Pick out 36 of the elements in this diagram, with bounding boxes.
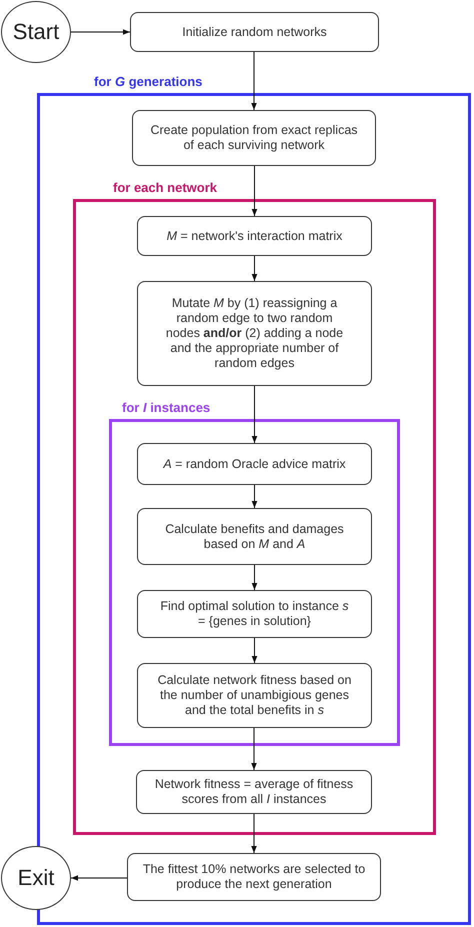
arrow [252, 386, 258, 444]
step-text: Create population from exact replicas of each surviving network [149, 123, 359, 153]
process-box [137, 443, 372, 485]
process-box [130, 12, 379, 52]
process-box [127, 853, 381, 901]
step-text: M = network's interaction matrix [166, 228, 342, 244]
process-box [137, 281, 372, 386]
step-text: Find optimal solution to instance s = {genes in solution} [159, 599, 350, 629]
arrow [252, 564, 258, 590]
step-text: Calculate benefits and damages based on M and A [164, 522, 345, 552]
arrow [252, 638, 258, 664]
loop-heading: for I instances [122, 400, 210, 415]
arrow [252, 166, 258, 216]
step-text: Network fitness = average of fitness scores from all I instances [154, 777, 354, 807]
process-box [137, 663, 372, 728]
process-box [137, 590, 372, 638]
step-text: Initialize random networks [182, 24, 327, 40]
step-text: A = random Oracle advice matrix [163, 456, 346, 472]
arrow [251, 728, 257, 770]
step-text: Exit [18, 865, 54, 891]
arrow [251, 52, 257, 110]
process-box [137, 508, 372, 565]
step-text: Start [12, 19, 60, 45]
arrow [251, 814, 257, 854]
step-text: Calculate network fitness based on the number of unambigious genes and the total benefits in s [156, 673, 352, 718]
process-box [137, 216, 372, 256]
loop-heading: for G generations [94, 74, 202, 89]
arrow [70, 875, 128, 881]
arrow [252, 484, 258, 508]
step-text: Mutate M by (1) reassigning a random edge to two random nodes and/or (2) adding a node and the appropriate number of random edges [164, 296, 344, 371]
loop-heading: for each network [113, 180, 218, 195]
process-box [136, 770, 372, 814]
step-text: The fittest 10% networks are selected to produce the next generation [142, 862, 366, 892]
arrow [252, 256, 258, 282]
arrow [70, 29, 130, 35]
process-box [132, 110, 376, 166]
